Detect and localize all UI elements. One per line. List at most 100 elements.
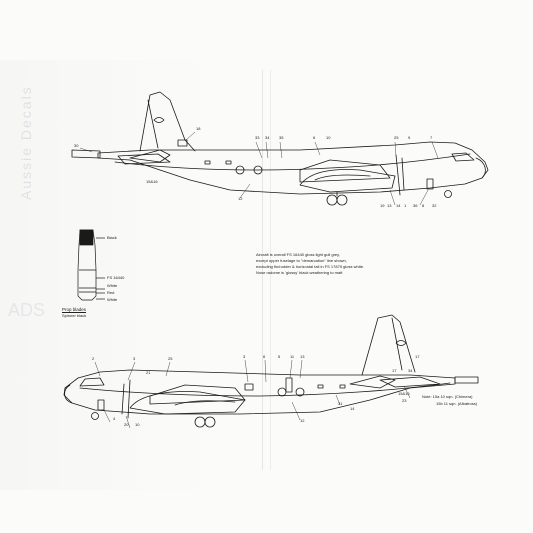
top-callout-number: 33 — [255, 135, 260, 140]
top-nose-radome — [475, 157, 486, 179]
bottom-callout-number: 17 — [392, 368, 397, 373]
bottom-side-panel — [285, 377, 293, 393]
top-access-panel — [177, 139, 188, 147]
paint-note: Aircraft is overall FS 16440 gloss light… — [256, 252, 364, 276]
bottom-callout-number: 14 — [350, 406, 355, 411]
squadron-note-line: 15b 11 sqn. (Albatross) — [436, 401, 478, 406]
show-through-mark: ADS — [8, 300, 46, 320]
top-mad-boom — [71, 149, 101, 159]
bottom-round-window — [295, 387, 305, 397]
top-callout-number: 19 — [380, 203, 385, 208]
bottom-callout-number: 15&16 — [398, 391, 410, 396]
top-demarcation-line — [114, 153, 471, 171]
top-propeller — [395, 154, 401, 196]
spinner-label-red: Red — [107, 290, 115, 295]
bottom-aircraft-group — [63, 314, 479, 428]
paint-note-line: except upper fuselage to "demarcation" l… — [256, 258, 347, 263]
top-callout-number: 35 — [279, 135, 284, 140]
top-wing — [299, 159, 391, 183]
bottom-callout-number: 17 — [415, 354, 420, 359]
spinner-subtitle: Spinner black — [62, 313, 87, 318]
top-rear-door — [426, 178, 434, 190]
prop-blades-title: Prop blades — [62, 307, 87, 312]
top-callout-number: 25 — [394, 135, 399, 140]
top-propeller-2 — [401, 157, 405, 191]
bottom-mad-boom — [454, 376, 479, 384]
bottom-wing-pod — [349, 375, 396, 389]
paint-note-line: Aircraft is overall FS 16440 gloss light… — [256, 252, 340, 257]
bottom-propeller — [127, 379, 131, 419]
top-callout-number: 12 — [238, 196, 243, 201]
bottom-callout-number: 13 — [300, 354, 305, 359]
top-cockpit-windows — [451, 152, 475, 162]
bottom-callout-number: 31 — [338, 401, 343, 406]
bottom-nose-wheel — [91, 412, 99, 420]
top-engine-nacelle — [299, 169, 396, 193]
top-round-window — [253, 165, 263, 175]
top-callout-number: 32 — [432, 203, 437, 208]
paint-note-line: excluding fin/rudder & horizontal tail i… — [256, 264, 365, 269]
bottom-callout-number: 20 — [124, 422, 129, 427]
bottom-vertical-fin — [361, 314, 416, 376]
top-callout-number: 34 — [265, 135, 270, 140]
bottom-demarcation-line — [79, 382, 451, 397]
bottom-window — [317, 384, 324, 389]
top-window — [204, 160, 211, 165]
top-callout-number: 9 — [408, 135, 411, 140]
top-round-window — [235, 165, 245, 175]
bottom-callout-number: 2 — [92, 356, 95, 361]
spinner-diagram — [77, 229, 105, 301]
page-shading — [0, 60, 533, 490]
bottom-fin-emblem — [395, 340, 407, 346]
bottom-callout-number: 3 — [133, 356, 136, 361]
spinner-label-black: Black — [107, 235, 117, 240]
bottom-callout-number: 12 — [300, 418, 305, 423]
top-callout-number: 18 — [196, 126, 201, 131]
bottom-fuselage-outline — [63, 369, 456, 415]
bottom-wing — [149, 384, 246, 405]
top-wing-pod — [129, 149, 171, 163]
bottom-callout-number: 5 — [278, 354, 281, 359]
top-engine-nacelle-2 — [314, 174, 371, 181]
bottom-engine-nacelle-2 — [174, 400, 236, 406]
top-main-wheel — [336, 194, 348, 206]
bottom-callout-number: 11 — [290, 354, 295, 359]
paint-note-line: Nose radome is 'glossy' black weathering… — [256, 270, 343, 275]
bottom-callout-number: 23 — [402, 398, 407, 403]
bottom-engine-nacelle — [129, 391, 246, 415]
prop-blade-shape — [77, 229, 97, 301]
top-fin-rudder-line — [147, 99, 159, 149]
center-fold-line — [262, 70, 263, 470]
top-nose-wheel — [444, 190, 452, 198]
center-fold-line-2 — [270, 70, 271, 470]
bottom-front-door — [97, 399, 105, 411]
bottom-callout-number: 21 — [146, 370, 151, 375]
top-callout-number: 30 — [74, 143, 79, 148]
top-callout-number: 15&16 — [146, 179, 158, 184]
spinner-label-fs: FS 16440 — [107, 275, 125, 280]
top-window — [225, 160, 232, 165]
top-callout-leaders — [79, 131, 439, 206]
bottom-callout-number: 10 — [135, 422, 140, 427]
bottom-callout-number: 3 — [243, 354, 246, 359]
top-callout-number: 13 — [387, 203, 392, 208]
spinner-label-white-2: White — [107, 297, 118, 302]
squadron-note-line: Note: 15a 10 sqn. (Chimera) — [422, 394, 473, 399]
bottom-cockpit-windows — [79, 377, 105, 387]
top-fin-emblem — [153, 117, 165, 123]
top-callout-number: 7 — [430, 135, 433, 140]
top-callout-number: 6 — [313, 135, 316, 140]
bottom-callout-number: 6 — [263, 354, 266, 359]
bottom-main-wheel — [204, 416, 216, 428]
top-callout-number: 36 — [413, 203, 418, 208]
squadron-note: Note: 15a 10 sqn. (Chimera) 15b 11 sqn. … — [422, 393, 477, 407]
bottom-callout-number: 4 — [113, 416, 116, 421]
bottom-propeller-2 — [121, 383, 125, 415]
bottom-callout-number: 34 — [408, 368, 413, 373]
top-callout-number: 1 — [404, 203, 407, 208]
top-callout-number: 8 — [422, 203, 425, 208]
top-fuselage-outline — [97, 141, 489, 195]
